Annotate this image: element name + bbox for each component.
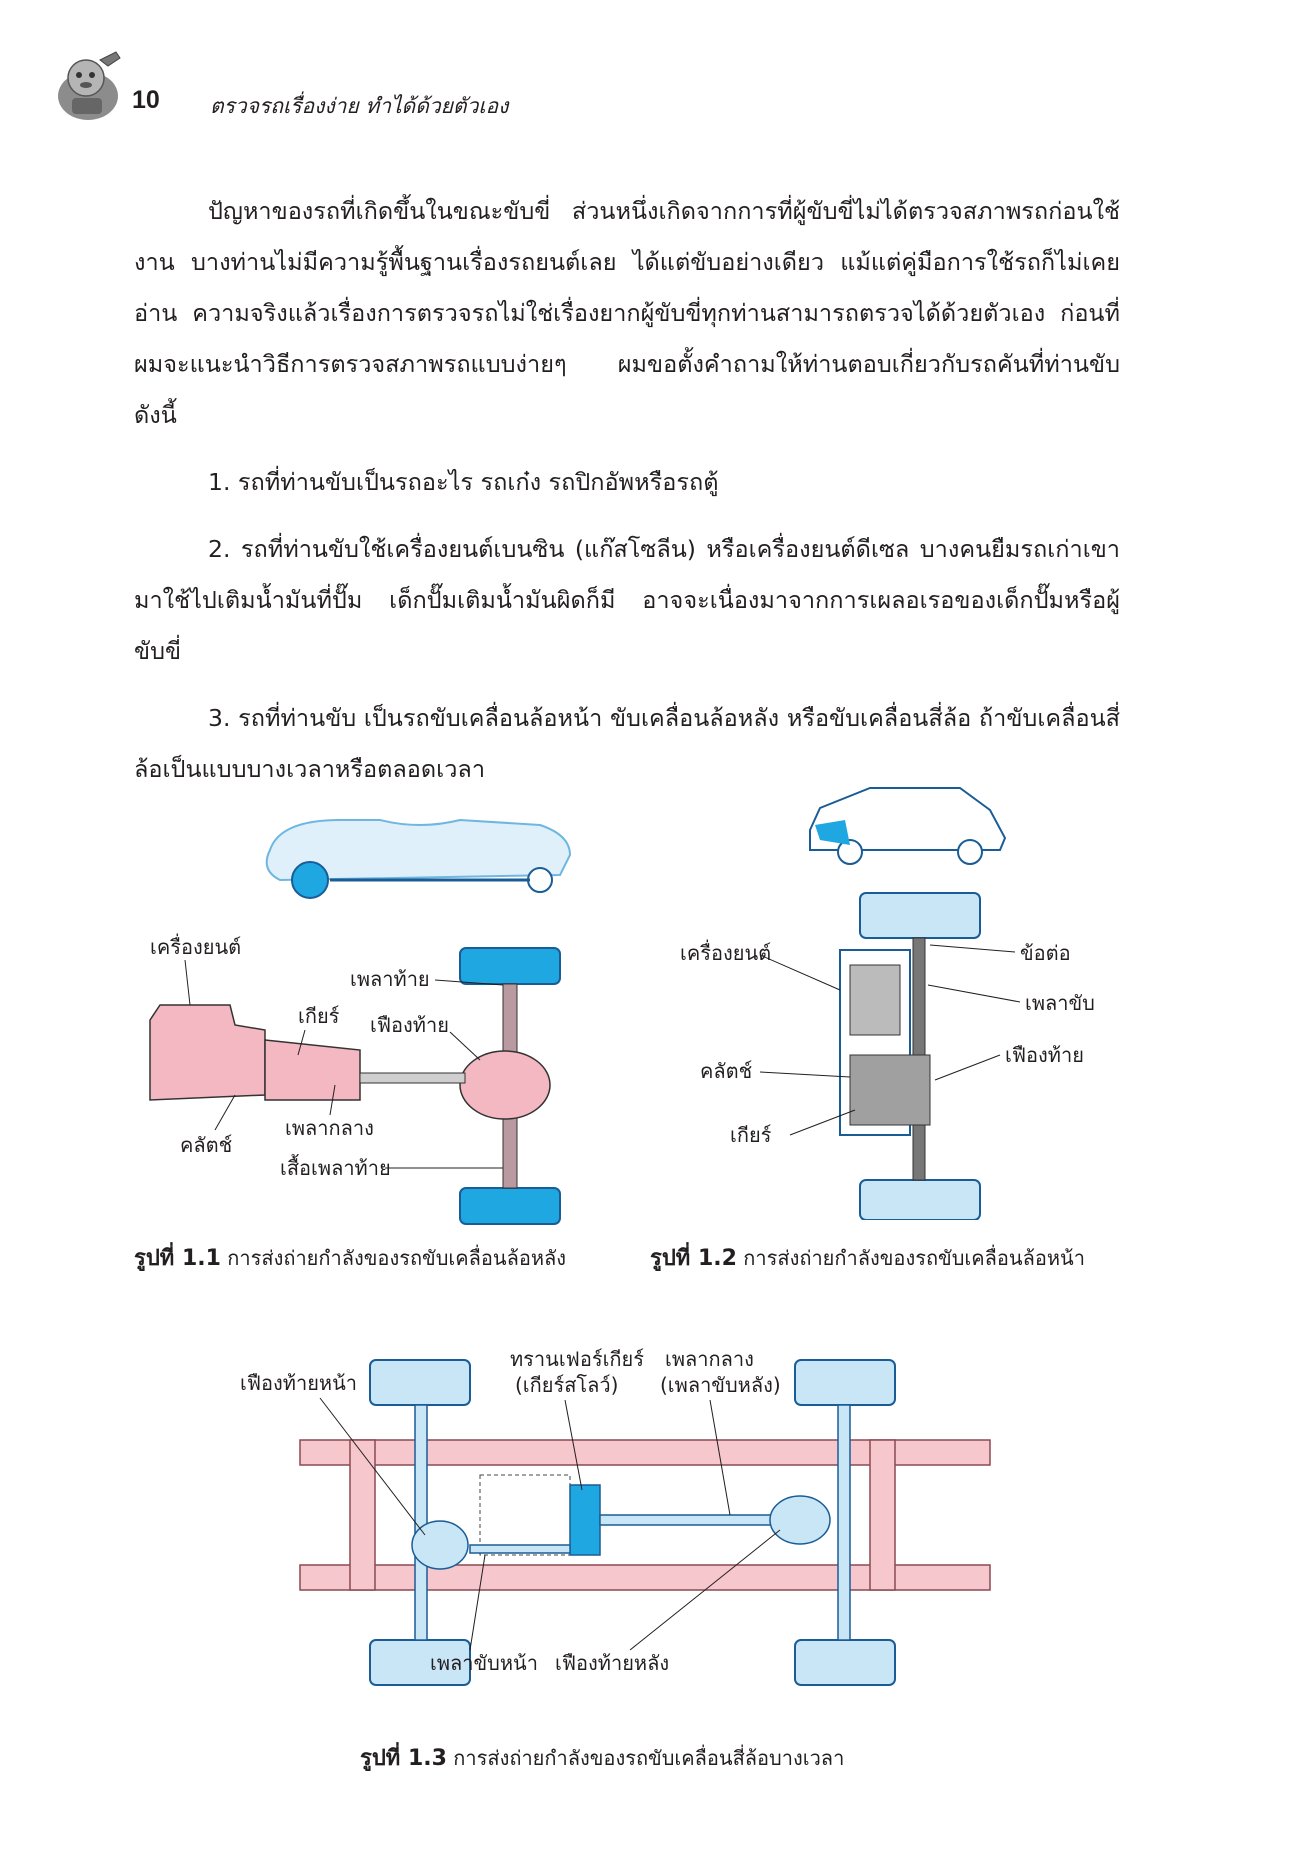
caption-1-1-text: การส่งถ่ายกำลังของรถขับเคลื่อนล้อหลัง xyxy=(227,1246,567,1270)
caption-1-2: รูปที่ 1.2 การส่งถ่ายกำลังของรถขับเคลื่อ… xyxy=(650,1240,1085,1275)
caption-1-3-number: รูปที่ 1.3 xyxy=(360,1746,447,1771)
running-title: ตรวจรถเรื่องง่าย ทำได้ด้วยตัวเอง xyxy=(210,94,509,118)
label-fwd-diff: เฟืองท้าย xyxy=(1005,1043,1084,1067)
caption-1-1-number: รูปที่ 1.1 xyxy=(134,1246,221,1271)
label-rear-diff: เฟืองท้ายหลัง xyxy=(555,1651,669,1675)
label-fwd-engine: เครื่องยนต์ xyxy=(680,939,771,965)
label-transfer-line2: (เกียร์สโลว์) xyxy=(515,1373,618,1397)
figure-1-1: เครื่องยนต์ เกียร์ เพลาท้าย เฟืองท้าย เพ… xyxy=(130,800,610,1230)
page-number: 10 xyxy=(132,86,160,114)
question-1: 1. รถที่ท่านขับเป็นรถอะไร รถเก๋ง รถปิกอั… xyxy=(208,468,719,496)
page-header: 10 ตรวจรถเรื่องง่าย ทำได้ด้วยตัวเอง xyxy=(50,50,650,120)
4wd-diagram: เฟืองท้ายหน้า ทรานเฟอร์เกียร์ (เกียร์สโล… xyxy=(240,1347,991,1686)
mechanic-mascot-icon xyxy=(58,51,121,120)
label-transfer-line1: ทรานเฟอร์เกียร์ xyxy=(510,1347,644,1371)
figure-1-2: เครื่องยนต์ ข้อต่อ เพลาขับ เฟืองท้าย คลั… xyxy=(660,780,1130,1220)
caption-1-3-text: การส่งถ่ายกำลังของรถขับเคลื่อนสี่ล้อบางเ… xyxy=(453,1746,845,1770)
label-clutch: คลัตช์ xyxy=(180,1133,232,1157)
label-propshaft-line2: (เพลาขับหลัง) xyxy=(660,1373,781,1397)
label-fwd-clutch: คลัตช์ xyxy=(700,1059,752,1083)
label-propshaft: เพลากลาง xyxy=(285,1116,374,1140)
label-axle: เพลาท้าย xyxy=(350,967,430,991)
label-front-diff: เฟืองท้ายหน้า xyxy=(240,1371,357,1395)
label-driveshaft: เพลาขับ xyxy=(1025,991,1095,1015)
caption-1-2-number: รูปที่ 1.2 xyxy=(650,1246,737,1271)
caption-1-1: รูปที่ 1.1 การส่งถ่ายกำลังของรถขับเคลื่อ… xyxy=(134,1240,566,1275)
label-axle-housing: เสื้อเพลาท้าย xyxy=(280,1154,391,1180)
fwd-diagram: เครื่องยนต์ ข้อต่อ เพลาขับ เฟืองท้าย คลั… xyxy=(680,787,1095,1220)
label-fwd-gear: เกียร์ xyxy=(730,1123,772,1147)
intro-paragraph: ปัญหาของรถที่เกิดขึ้นในขณะขับขี่ ส่วนหนึ… xyxy=(134,197,1120,429)
label-front-driveshaft: เพลาขับหน้า xyxy=(430,1651,538,1675)
label-diff: เฟืองท้าย xyxy=(370,1013,449,1037)
body-text: ปัญหาของรถที่เกิดขึ้นในขณะขับขี่ ส่วนหนึ… xyxy=(134,186,1120,795)
caption-1-2-text: การส่งถ่ายกำลังของรถขับเคลื่อนล้อหน้า xyxy=(743,1246,1085,1270)
label-gear: เกียร์ xyxy=(298,1004,340,1028)
caption-1-3: รูปที่ 1.3 การส่งถ่ายกำลังของรถขับเคลื่อ… xyxy=(360,1740,844,1775)
label-propshaft-line1: เพลากลาง xyxy=(665,1347,754,1371)
rwd-diagram: เครื่องยนต์ เกียร์ เพลาท้าย เฟืองท้าย เพ… xyxy=(149,818,572,1225)
label-joint: ข้อต่อ xyxy=(1020,941,1071,965)
label-engine: เครื่องยนต์ xyxy=(150,933,241,959)
question-2: 2. รถที่ท่านขับใช้เครื่องยนต์เบนซิน (แก๊… xyxy=(134,535,1120,665)
figure-1-3: เฟืองท้ายหน้า ทรานเฟอร์เกียร์ (เกียร์สโล… xyxy=(230,1340,1020,1720)
question-3: 3. รถที่ท่านขับ เป็นรถขับเคลื่อนล้อหน้า … xyxy=(134,704,1120,783)
